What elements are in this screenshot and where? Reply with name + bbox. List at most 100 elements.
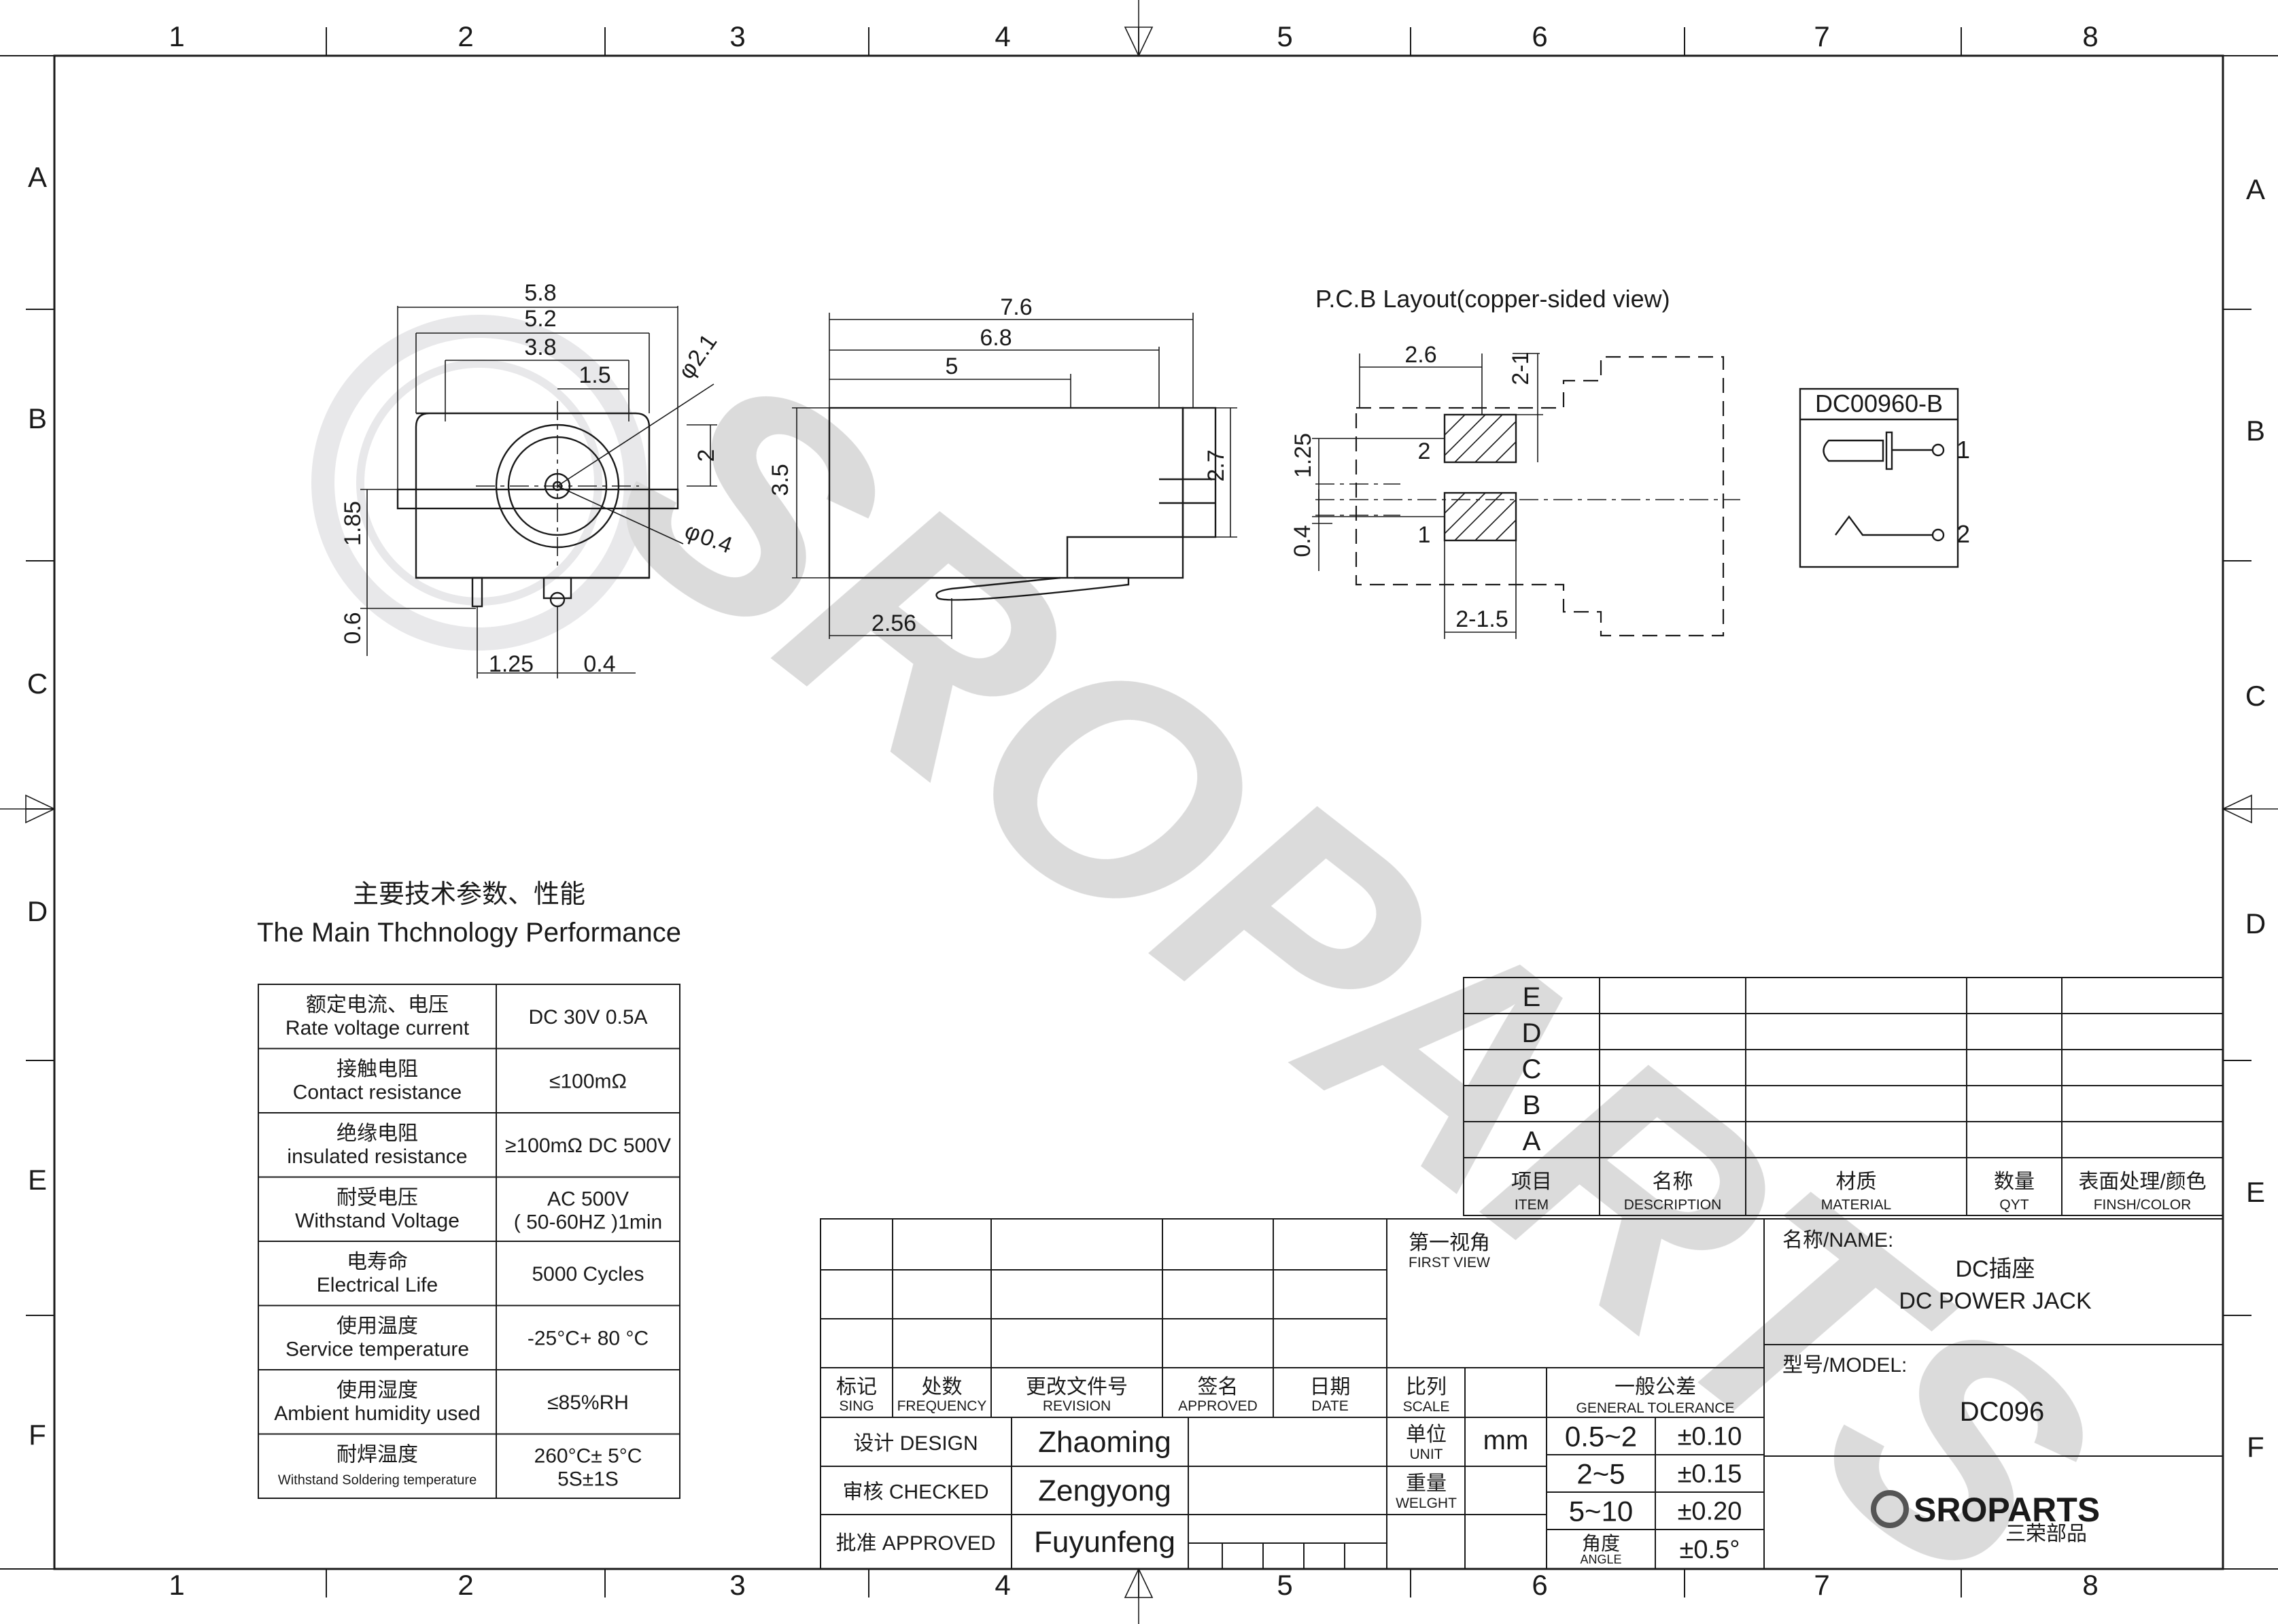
- param-name-cn: 接触电阻: [336, 1058, 418, 1081]
- param-name-cn: 额定电流、电压: [306, 994, 449, 1016]
- front-view-drawing: [360, 306, 717, 678]
- param-name-cn: 耐受电压: [336, 1187, 418, 1209]
- side-view-drawing: [792, 313, 1237, 639]
- dim-2-56: 2.56: [871, 610, 916, 636]
- scale-cn: 比列: [1406, 1376, 1447, 1398]
- part-number: DC00960-B: [1815, 390, 1943, 417]
- tolerance-value: ±0.15: [1678, 1460, 1742, 1489]
- column-label-top: 8: [2082, 20, 2098, 52]
- param-name-cn: 电寿命: [347, 1251, 408, 1273]
- param-name-en: Withstand Soldering temperature: [278, 1473, 477, 1488]
- dim-0-4: 0.4: [583, 651, 615, 677]
- revision-header-en: DESCRIPTION: [1624, 1197, 1722, 1213]
- pad-label-1: 1: [1418, 522, 1431, 548]
- dim-7-6: 7.6: [1000, 294, 1032, 320]
- tolerance-range: 5~10: [1569, 1496, 1634, 1527]
- change-header-en: REVISION: [1043, 1398, 1111, 1414]
- param-name-en: Withstand Voltage: [295, 1210, 460, 1232]
- dim-5-2: 5.2: [524, 306, 556, 332]
- signoff-name: Fuyunfeng: [1034, 1525, 1175, 1559]
- angle-value: ±0.5°: [1680, 1536, 1740, 1564]
- signoff-name: Zengyong: [1038, 1474, 1171, 1508]
- tolerance-range: 2~5: [1576, 1458, 1625, 1490]
- change-header-en: APPROVED: [1178, 1398, 1258, 1414]
- row-label-left: A: [28, 161, 47, 193]
- row-label-right: E: [2246, 1176, 2265, 1208]
- tolerance-value: ±0.10: [1678, 1423, 1742, 1451]
- dim-2-1: 2-1: [1508, 351, 1534, 385]
- change-header-en: DATE: [1311, 1398, 1348, 1414]
- pad-label-2: 2: [1418, 438, 1431, 464]
- change-header-cn: 标记: [836, 1376, 877, 1398]
- unit-en: UNIT: [1410, 1447, 1443, 1462]
- column-label-bottom: 4: [995, 1569, 1010, 1601]
- revision-header-cn: 表面处理/颜色: [2078, 1171, 2206, 1193]
- side-view-dims: 7.6 6.8 5 3.5 2.7 2.56: [767, 294, 1229, 636]
- schematic-symbol: DC00960-B 1 2: [1799, 387, 1970, 568]
- revision-letter: C: [1522, 1054, 1542, 1084]
- signoff-label: 设计 DESIGN: [853, 1432, 978, 1455]
- model-value: DC096: [1960, 1397, 2045, 1427]
- row-label-right: A: [2246, 173, 2265, 205]
- symbol-pin-2: 2: [1956, 520, 1970, 548]
- revision-header-en: MATERIAL: [1821, 1197, 1891, 1213]
- revision-letter: A: [1523, 1126, 1541, 1156]
- revision-header-cn: 数量: [1994, 1171, 2035, 1193]
- name-cn: DC插座: [1955, 1256, 2035, 1282]
- revision-header-cn: 材质: [1836, 1171, 1877, 1193]
- column-label-bottom: 7: [1814, 1569, 1829, 1601]
- param-name-cn: 使用湿度: [336, 1379, 418, 1402]
- column-label-bottom: 2: [458, 1569, 473, 1601]
- dim-5: 5: [946, 353, 959, 379]
- change-header-en: SING: [839, 1398, 874, 1414]
- dim-2: 2: [693, 449, 719, 462]
- change-header-cn: 处数: [922, 1376, 963, 1398]
- dim-1-85: 1.85: [340, 501, 366, 546]
- dim-2-1-5: 2-1.5: [1455, 606, 1508, 632]
- dim-0-6: 0.6: [340, 612, 366, 644]
- change-header-cn: 日期: [1310, 1376, 1351, 1398]
- pcb-layout-drawing: [1312, 353, 1740, 639]
- angle-cn: 角度: [1582, 1533, 1620, 1554]
- title-block: 标记SING处数FREQUENCY更改文件号REVISION签名APPROVED…: [820, 1218, 2224, 1570]
- revision-header-cn: 名称: [1653, 1171, 1693, 1193]
- dim-0-4: 0.4: [1290, 525, 1315, 557]
- param-name-en: Contact resistance: [293, 1082, 462, 1104]
- projection-en: FIRST VIEW: [1409, 1255, 1490, 1271]
- row-label-right: D: [2245, 908, 2266, 939]
- row-label-left: C: [27, 668, 48, 699]
- dim-5-8: 5.8: [524, 280, 556, 306]
- row-label-right: C: [2245, 680, 2266, 712]
- row-label-left: D: [27, 895, 48, 927]
- revision-letter: D: [1522, 1018, 1542, 1048]
- param-value: -25°C+ 80 °C: [528, 1328, 649, 1350]
- performance-title-cn: 主要技术参数、性能: [353, 880, 585, 909]
- revision-letter: E: [1523, 982, 1541, 1012]
- change-header-en: FREQUENCY: [897, 1398, 987, 1414]
- column-label-top: 7: [1814, 20, 1829, 52]
- column-label-top: 1: [169, 20, 184, 52]
- row-label-left: F: [29, 1419, 46, 1451]
- column-label-top: 5: [1277, 20, 1292, 52]
- angle-en: ANGLE: [1580, 1553, 1621, 1566]
- param-name-en: Rate voltage current: [286, 1017, 470, 1039]
- revision-header-en: FINSH/COLOR: [2094, 1197, 2192, 1213]
- tolerance-en: GENERAL TOLERANCE: [1576, 1400, 1734, 1416]
- watermark: SROPARTS: [311, 296, 2153, 1624]
- param-name-en: Service temperature: [286, 1338, 469, 1361]
- tolerance-value: ±0.20: [1678, 1498, 1742, 1526]
- row-label-left: E: [28, 1164, 47, 1196]
- dim-1-25: 1.25: [489, 651, 534, 677]
- row-label-right: B: [2246, 415, 2265, 447]
- dim-2-6: 2.6: [1404, 342, 1436, 368]
- change-header-cn: 签名: [1198, 1376, 1239, 1398]
- revision-letter: B: [1523, 1090, 1541, 1120]
- logo-brand: SROPARTS: [1914, 1491, 2100, 1529]
- column-label-bottom: 8: [2082, 1569, 2098, 1601]
- param-name-cn: 耐焊温度: [336, 1444, 418, 1466]
- pad-2: [1443, 413, 1517, 464]
